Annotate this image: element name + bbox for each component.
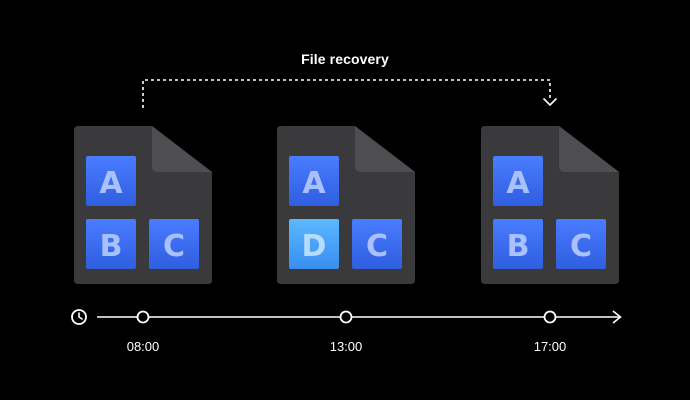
block-a-label: A	[99, 166, 123, 201]
file-fold	[152, 126, 212, 172]
block-b	[86, 219, 136, 269]
block-d	[289, 219, 339, 269]
block-a-label: A	[506, 166, 530, 201]
diagram-title: File recovery	[301, 51, 389, 67]
clock-icon	[71, 309, 87, 325]
block-a	[86, 156, 136, 206]
recovery-arrow	[142, 79, 551, 108]
file-0800: A B C	[74, 126, 212, 284]
block-b	[493, 219, 543, 269]
timeline	[71, 309, 622, 325]
recovery-arrowhead	[542, 97, 558, 107]
block-a	[289, 156, 339, 206]
block-c-label: C	[366, 229, 388, 264]
block-d-label: D	[302, 229, 327, 264]
block-c	[149, 219, 199, 269]
block-c-label: C	[570, 229, 592, 264]
block-c	[352, 219, 402, 269]
timeline-marker-1300	[339, 310, 353, 324]
block-c	[556, 219, 606, 269]
block-c-label: C	[163, 229, 185, 264]
timeline-marker-0800	[136, 310, 150, 324]
time-label-1700: 17:00	[533, 339, 567, 354]
file-fold	[559, 126, 619, 172]
timeline-marker-1700	[543, 310, 557, 324]
block-a-label: A	[302, 166, 326, 201]
file-1300: A D C	[277, 126, 415, 284]
file-fold	[355, 126, 415, 172]
block-a	[493, 156, 543, 206]
block-b-label: B	[507, 229, 530, 264]
timeline-arrowhead	[612, 310, 622, 324]
block-b-label: B	[100, 229, 123, 264]
file-1700: A B C	[481, 126, 619, 284]
time-label-1300: 13:00	[329, 339, 363, 354]
time-label-0800: 08:00	[126, 339, 160, 354]
